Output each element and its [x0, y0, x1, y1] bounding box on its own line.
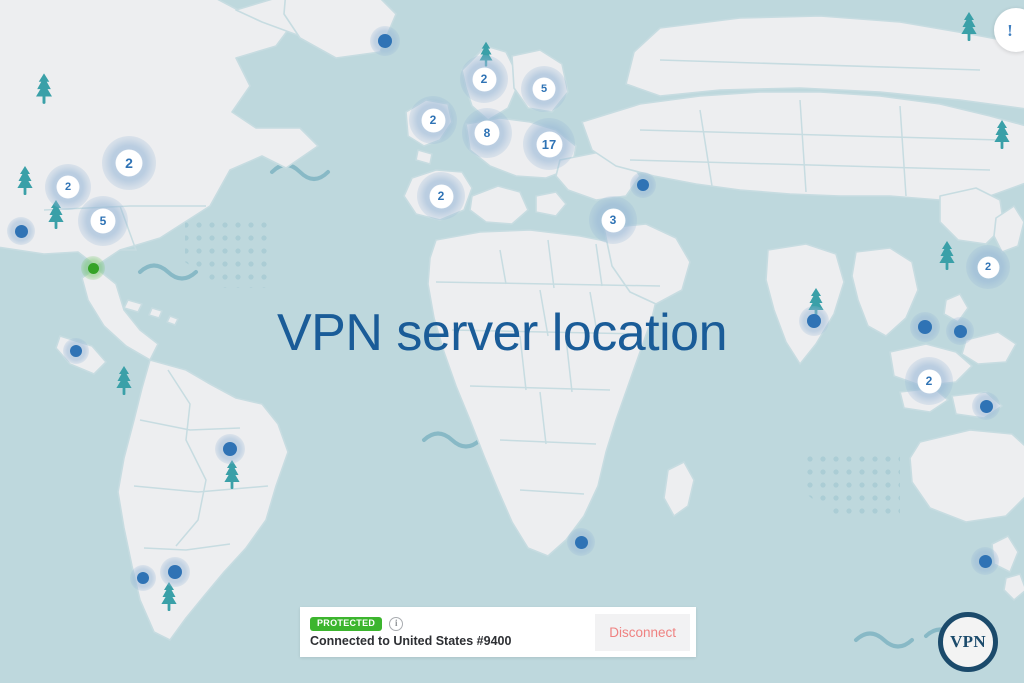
- server-cluster-count: 2: [917, 369, 941, 393]
- server-cluster-count: 17: [536, 131, 562, 157]
- server-marker[interactable]: 5: [78, 196, 128, 246]
- server-dot: [137, 572, 149, 584]
- connection-status-bar: PROTECTED i Connected to United States #…: [300, 607, 696, 657]
- server-cluster-count: 3: [601, 208, 625, 232]
- server-dot: [378, 34, 392, 48]
- server-marker[interactable]: 2: [45, 164, 91, 210]
- server-marker[interactable]: [910, 312, 940, 342]
- server-dot: [918, 320, 932, 334]
- server-cluster-count: 5: [91, 209, 115, 233]
- server-marker[interactable]: [215, 434, 245, 464]
- server-marker[interactable]: 2: [905, 357, 953, 405]
- page-title: VPN server location: [277, 304, 728, 362]
- server-dot: [574, 535, 588, 549]
- server-marker[interactable]: 2: [966, 245, 1010, 289]
- status-info-group: PROTECTED i Connected to United States #…: [300, 607, 595, 657]
- server-marker[interactable]: [972, 392, 1000, 420]
- server-marker[interactable]: [799, 306, 829, 336]
- server-marker[interactable]: [81, 256, 105, 280]
- alert-exclamation-icon: !: [1007, 20, 1013, 40]
- disconnect-button[interactable]: Disconnect: [595, 613, 690, 651]
- server-dot: [168, 565, 182, 579]
- server-cluster-count: 2: [429, 184, 453, 208]
- connected-server-dot: [87, 262, 99, 274]
- server-cluster-count: 2: [57, 176, 79, 198]
- server-marker[interactable]: [946, 317, 974, 345]
- server-marker[interactable]: 5: [521, 66, 567, 112]
- alert-notification-button[interactable]: !: [994, 8, 1024, 52]
- country-borders: [43, 59, 1001, 551]
- server-cluster-count: 2: [977, 256, 999, 278]
- server-marker[interactable]: 17: [523, 118, 575, 170]
- server-cluster-count: 2: [116, 150, 142, 176]
- server-dot: [637, 179, 649, 191]
- server-dot: [979, 399, 993, 413]
- vpn-logo-text: VPN: [950, 632, 986, 651]
- server-marker[interactable]: [63, 338, 89, 364]
- connected-server-label: Connected to United States #9400: [310, 633, 512, 648]
- info-circle-icon[interactable]: i: [389, 616, 404, 631]
- server-marker[interactable]: 8: [462, 108, 512, 158]
- status-badge: PROTECTED: [310, 616, 383, 631]
- server-cluster-count: 8: [475, 121, 499, 145]
- server-marker[interactable]: 3: [589, 196, 637, 244]
- server-cluster-count: 5: [533, 78, 555, 100]
- server-dot: [978, 554, 992, 568]
- status-badge-row: PROTECTED i: [310, 616, 595, 631]
- server-dot: [14, 224, 28, 238]
- server-marker[interactable]: [130, 565, 156, 591]
- server-cluster-count: 2: [421, 108, 445, 132]
- decorative-dot-pattern: [185, 218, 900, 520]
- server-marker[interactable]: 2: [460, 55, 508, 103]
- server-dot: [807, 314, 821, 328]
- server-dot: [953, 324, 967, 338]
- vpn-logo: VPN: [938, 612, 998, 672]
- server-cluster-count: 2: [472, 67, 496, 91]
- server-marker[interactable]: 2: [102, 136, 156, 190]
- server-dot: [223, 442, 237, 456]
- server-marker[interactable]: [7, 217, 35, 245]
- server-marker[interactable]: [370, 26, 400, 56]
- server-marker[interactable]: [160, 557, 190, 587]
- server-marker[interactable]: [630, 172, 656, 198]
- server-marker[interactable]: 2: [409, 96, 457, 144]
- server-marker[interactable]: 2: [417, 172, 465, 220]
- server-marker[interactable]: [971, 547, 999, 575]
- server-marker[interactable]: [567, 528, 595, 556]
- server-dot: [70, 345, 82, 357]
